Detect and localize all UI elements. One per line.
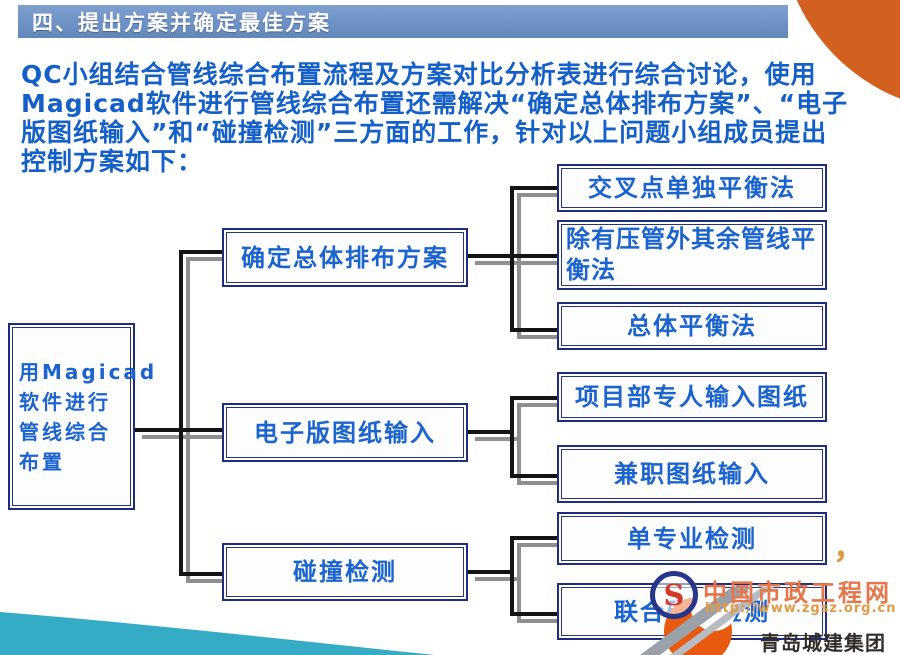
connector-shadow [517, 543, 567, 547]
box-label: 总体平衡法 [627, 312, 757, 340]
slide-title-bar: 四、提出方案并确定最佳方案 [18, 5, 788, 38]
connector-line [510, 186, 514, 332]
box-label: 兼职图纸输入 [614, 460, 770, 488]
watermark-company-name: 青岛城建集团 [760, 631, 886, 655]
corner-teal-wave [0, 612, 435, 655]
root-box-line: 软件进行 [19, 389, 111, 414]
connector-line [510, 328, 560, 332]
box-label: 交叉点单独平衡法 [588, 174, 796, 202]
box-label: 碰撞检测 [293, 558, 397, 586]
connector-shadow [186, 257, 190, 583]
connector-line [510, 536, 514, 616]
paragraph-line: 版图纸输入”和“碰撞检测”三方面的工作，针对以上问题小组成员提出 [21, 118, 828, 147]
logo-letter: S [663, 577, 685, 612]
root-box-line: 用Magicad [19, 359, 158, 384]
flowchart-leaf-box: 项目部专人输入图纸 [557, 372, 827, 422]
flowchart-leaf-box: 交叉点单独平衡法 [557, 164, 827, 212]
box-label: 项目部专人输入图纸 [575, 383, 809, 411]
connector-line [510, 536, 560, 540]
flowchart-leaf-box: 单专业检测 [557, 512, 827, 565]
box-label: 除有压管外其余管线平衡法 [566, 225, 816, 284]
connector-shadow [517, 335, 567, 339]
connector-shadow [517, 619, 567, 623]
flowchart-box-collision-check: 碰撞检测 [222, 543, 468, 601]
connector-line [510, 612, 560, 616]
connector-line [179, 572, 225, 576]
connector-shadow [517, 403, 521, 485]
connector-line [510, 396, 514, 478]
watermark-site-name: 中国市政工程网 [703, 579, 892, 607]
body-paragraph: QC小组结合管线综合布置流程及方案对比分析表进行综合讨论，使用 Magicad软… [21, 60, 893, 176]
flowchart-box-drawing-input: 电子版图纸输入 [222, 403, 468, 462]
watermark-site-url: http://www.zgsz.org.cn [705, 601, 897, 616]
connector-line [468, 254, 560, 258]
connector-shadow [475, 437, 521, 441]
box-label: 电子版图纸输入 [254, 418, 436, 447]
box-label: 确定总体排布方案 [241, 243, 449, 272]
flowchart-box-overall-layout: 确定总体排布方案 [222, 228, 468, 287]
connector-shadow [517, 193, 567, 197]
flowchart-leaf-box: 兼职图纸输入 [557, 445, 827, 503]
paragraph-line: Magicad软件进行管线综合布置还需解决“确定总体排布方案”、“电子 [21, 89, 849, 118]
connector-line [468, 430, 514, 434]
connector-shadow [517, 403, 567, 407]
connector-line [179, 250, 183, 576]
flowchart-leaf-box: 除有压管外其余管线平衡法 [557, 220, 827, 290]
connector-shadow [517, 481, 567, 485]
connector-line [510, 474, 560, 478]
flowchart-root-box: 用Magicad 软件进行 管线综合 布置 [8, 323, 154, 510]
qingdao-chengjian-logo-icon [640, 585, 774, 655]
connector-line [510, 396, 560, 400]
connector-line [179, 250, 225, 254]
stray-orange-comma: ， [833, 528, 866, 566]
connector-shadow [475, 577, 521, 581]
connector-shadow [517, 543, 521, 623]
box-label: 单专业检测 [627, 524, 757, 553]
slide-title: 四、提出方案并确定最佳方案 [32, 10, 331, 35]
paragraph-line: 控制方案如下： [21, 147, 204, 176]
paragraph-line: QC小组结合管线综合布置流程及方案对比分析表进行综合讨论，使用 [21, 60, 817, 89]
zgsz-site-logo-icon: S [650, 571, 698, 619]
root-box-line: 管线综合 [19, 419, 111, 444]
connector-shadow [517, 193, 521, 339]
connector-line [468, 570, 514, 574]
connector-shadow [475, 261, 567, 265]
connector-shadow [186, 579, 232, 583]
root-box-line: 布置 [19, 449, 65, 474]
connector-line [510, 186, 560, 190]
flowchart-leaf-box: 总体平衡法 [557, 302, 827, 350]
connector-shadow [186, 257, 232, 261]
